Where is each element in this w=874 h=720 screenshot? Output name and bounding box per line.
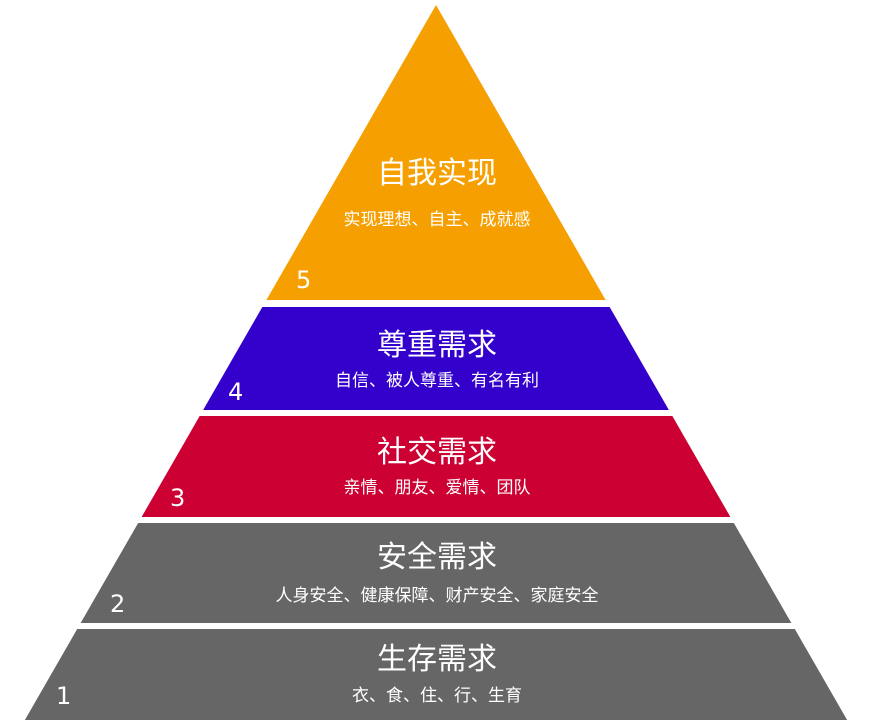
level-5-number: 5	[296, 266, 312, 294]
level-1-title: 生存需求	[377, 642, 497, 677]
level-2-number: 2	[110, 590, 126, 618]
level-3-band	[141, 416, 731, 517]
level-4-title: 尊重需求	[377, 328, 497, 363]
level-2-desc: 人身安全、健康保障、财产安全、家庭安全	[275, 586, 599, 606]
level-2-band	[80, 523, 792, 623]
level-5-title: 自我实现	[377, 156, 497, 191]
level-3-desc: 亲情、朋友、爱情、团队	[343, 478, 531, 498]
level-5-desc: 实现理想、自主、成就感	[343, 210, 531, 230]
level-2-title: 安全需求	[377, 540, 497, 575]
level-1-band	[24, 629, 848, 720]
level-3-title: 社交需求	[377, 435, 497, 470]
level-4-band	[203, 307, 669, 410]
level-1-desc: 衣、食、住、行、生育	[352, 686, 522, 706]
level-1-number: 1	[56, 682, 72, 710]
level-5-band	[266, 5, 606, 300]
level-4-desc: 自信、被人尊重、有名有利	[335, 371, 539, 391]
level-4-number: 4	[228, 378, 244, 406]
level-3-number: 3	[170, 484, 186, 512]
